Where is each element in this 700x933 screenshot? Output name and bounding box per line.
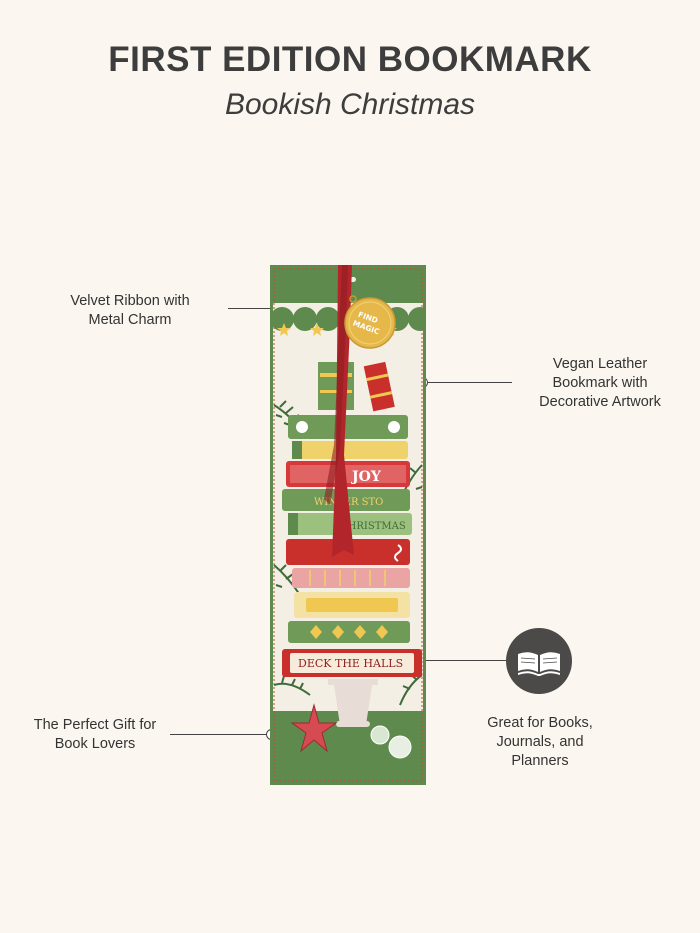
callout-uses-line-2: Journals, and (496, 734, 584, 750)
callout-uses-line-3: Planners (511, 753, 569, 769)
bookmark-artwork: JOY WINTER STO CHRISTMAS DECK (270, 265, 432, 785)
callout-gift-line-2: Book Lovers (54, 736, 136, 752)
bookmark-illustration: JOY WINTER STO CHRISTMAS DECK (270, 265, 432, 790)
callout-leather-line-3: Decorative Artwork (539, 394, 661, 410)
callout-uses-leader (416, 660, 508, 661)
page-title: FIRST EDITION BOOKMARK (108, 40, 592, 79)
callout-ribbon: Velvet Ribbon with Metal Charm (40, 292, 220, 330)
book-title-deck: DECK THE HALLS (298, 657, 403, 670)
open-book-icon (518, 652, 560, 676)
open-book-icon-badge (506, 628, 572, 694)
callout-leather-line-2: Bookmark with (552, 375, 648, 391)
callout-ribbon-line-1: Velvet Ribbon with (70, 293, 190, 309)
page-subtitle: Bookish Christmas (224, 88, 476, 121)
book-title-joy: JOY (350, 469, 382, 485)
callout-gift-line-1: The Perfect Gift for (33, 717, 157, 733)
callout-gift: The Perfect Gift for Book Lovers (20, 716, 170, 754)
book-title-christmas: CHRISTMAS (340, 521, 406, 532)
callout-uses: Great for Books, Journals, and Planners (465, 714, 615, 771)
callout-uses-line-1: Great for Books, (487, 715, 593, 731)
callout-ribbon-line-2: Metal Charm (88, 312, 172, 328)
callout-leather-line-1: Vegan Leather (552, 356, 648, 372)
callout-leather: Vegan Leather Bookmark with Decorative A… (520, 355, 680, 412)
callout-gift-leader (170, 734, 268, 735)
callout-leather-leader (428, 382, 512, 383)
